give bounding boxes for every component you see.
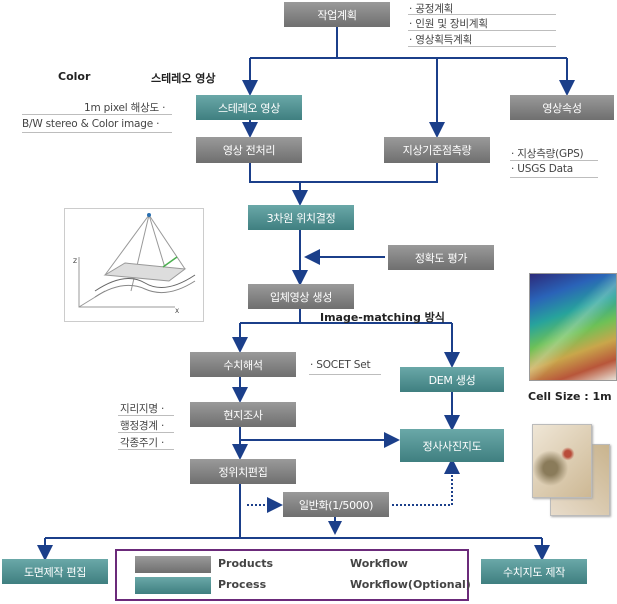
orthophoto-box: 정사사진지도 (400, 429, 504, 462)
gps-note: · 지상측량(GPS) (511, 148, 584, 160)
dem-image (529, 273, 617, 381)
generalization-box: 일반화(1/5000) (283, 492, 389, 517)
numeric-analysis-box: 수치해석 (190, 352, 296, 377)
position-edit-box: 정위치편집 (190, 459, 296, 484)
digital-map-box: 수치지도 제작 (481, 559, 587, 584)
3d-location-illustration: Z X (64, 208, 204, 322)
plan-note-2: · 인원 및 장비계획 (409, 18, 488, 30)
orthophoto-map-thumbnail-front (532, 424, 592, 498)
preprocessing-box: 영상 전처리 (196, 137, 302, 163)
legend-workflow-label: Workflow (350, 557, 408, 570)
stereo-image-box: 스테레오 영상 (196, 95, 302, 120)
legend-products-swatch (135, 556, 211, 573)
plan-note-3: · 영상획득계획 (409, 34, 473, 46)
3d-location-box: 3차원 위치결정 (248, 205, 354, 230)
legend-products-label: Products (218, 557, 274, 570)
svg-text:Z: Z (73, 258, 77, 265)
admin-boundary-note: 행정경계 · (120, 420, 165, 432)
stereo-gen-box: 입체영상 생성 (248, 284, 354, 309)
socet-note: · SOCET Set (310, 359, 371, 371)
map-edit-box: 도면제작 편집 (2, 559, 108, 584)
pixel-resolution-note: 1m pixel 해상도 · (84, 102, 166, 114)
usgs-note: · USGS Data (511, 163, 574, 175)
cell-size-label: Cell Size : 1m (528, 390, 612, 403)
bw-stereo-note: B/W stereo & Color image · (22, 118, 160, 130)
geo-name-note: 지리지명 · (120, 403, 165, 415)
color-label: Color (58, 70, 91, 83)
legend-process-swatch (135, 577, 211, 594)
image-attribute-box: 영상속성 (510, 95, 614, 120)
plan-note-1: · 공정계획 (409, 3, 454, 15)
ground-control-box: 지상기준점측량 (384, 137, 490, 163)
legend-process-label: Process (218, 578, 267, 591)
svg-text:X: X (175, 308, 179, 315)
matching-label: Image-matching 방식 (320, 311, 445, 324)
field-survey-box: 현지조사 (190, 402, 296, 427)
accuracy-eval-box: 정확도 평가 (388, 245, 494, 270)
misc-notes-note: 각종주기 · (120, 437, 165, 449)
dem-gen-box: DEM 생성 (400, 367, 504, 392)
legend: Products Process Workflow Workflow(Optio… (115, 549, 471, 601)
legend-workflow-optional-label: Workflow(Optional) (350, 578, 471, 591)
stereo-label: 스테레오 영상 (151, 72, 216, 85)
work-plan-box: 작업계획 (284, 2, 390, 27)
